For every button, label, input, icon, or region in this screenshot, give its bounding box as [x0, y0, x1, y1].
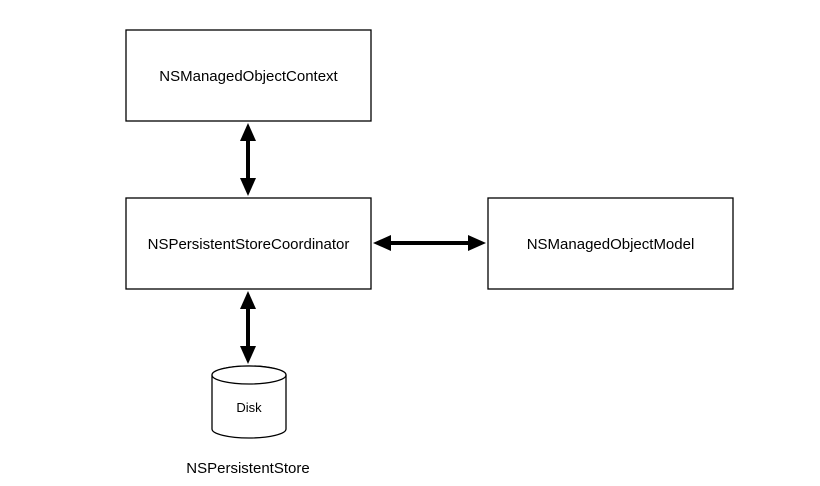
arrow-up-icon: [240, 123, 256, 141]
node-managed-object-context: NSManagedObjectContext: [125, 29, 372, 122]
node-persistent-store-coordinator: NSPersistentStoreCoordinator: [125, 197, 372, 290]
edge-context-coordinator: [240, 123, 256, 196]
arrow-up-icon: [240, 291, 256, 309]
arrow-right-icon: [468, 235, 486, 251]
node-managed-object-model: NSManagedObjectModel: [487, 197, 734, 290]
node-managed-object-model-label: NSManagedObjectModel: [527, 236, 695, 253]
node-managed-object-model-box: [487, 197, 734, 290]
node-disk-caption: NSPersistentStore: [186, 460, 309, 477]
arrow-left-icon: [373, 235, 391, 251]
node-persistent-store-coordinator-label: NSPersistentStoreCoordinator: [148, 236, 350, 253]
node-managed-object-context-box: [125, 29, 372, 122]
edge-coordinator-model: [373, 235, 486, 251]
arrow-down-icon: [240, 178, 256, 196]
disk-cylinder-top: [211, 365, 287, 385]
node-persistent-store-coordinator-box: [125, 197, 372, 290]
node-disk-label: Disk: [236, 400, 262, 415]
node-managed-object-context-label: NSManagedObjectContext: [159, 68, 338, 85]
edge-coordinator-disk: [240, 291, 256, 364]
node-disk: Disk NSPersistentStore: [186, 365, 310, 477]
arrow-down-icon: [240, 346, 256, 364]
